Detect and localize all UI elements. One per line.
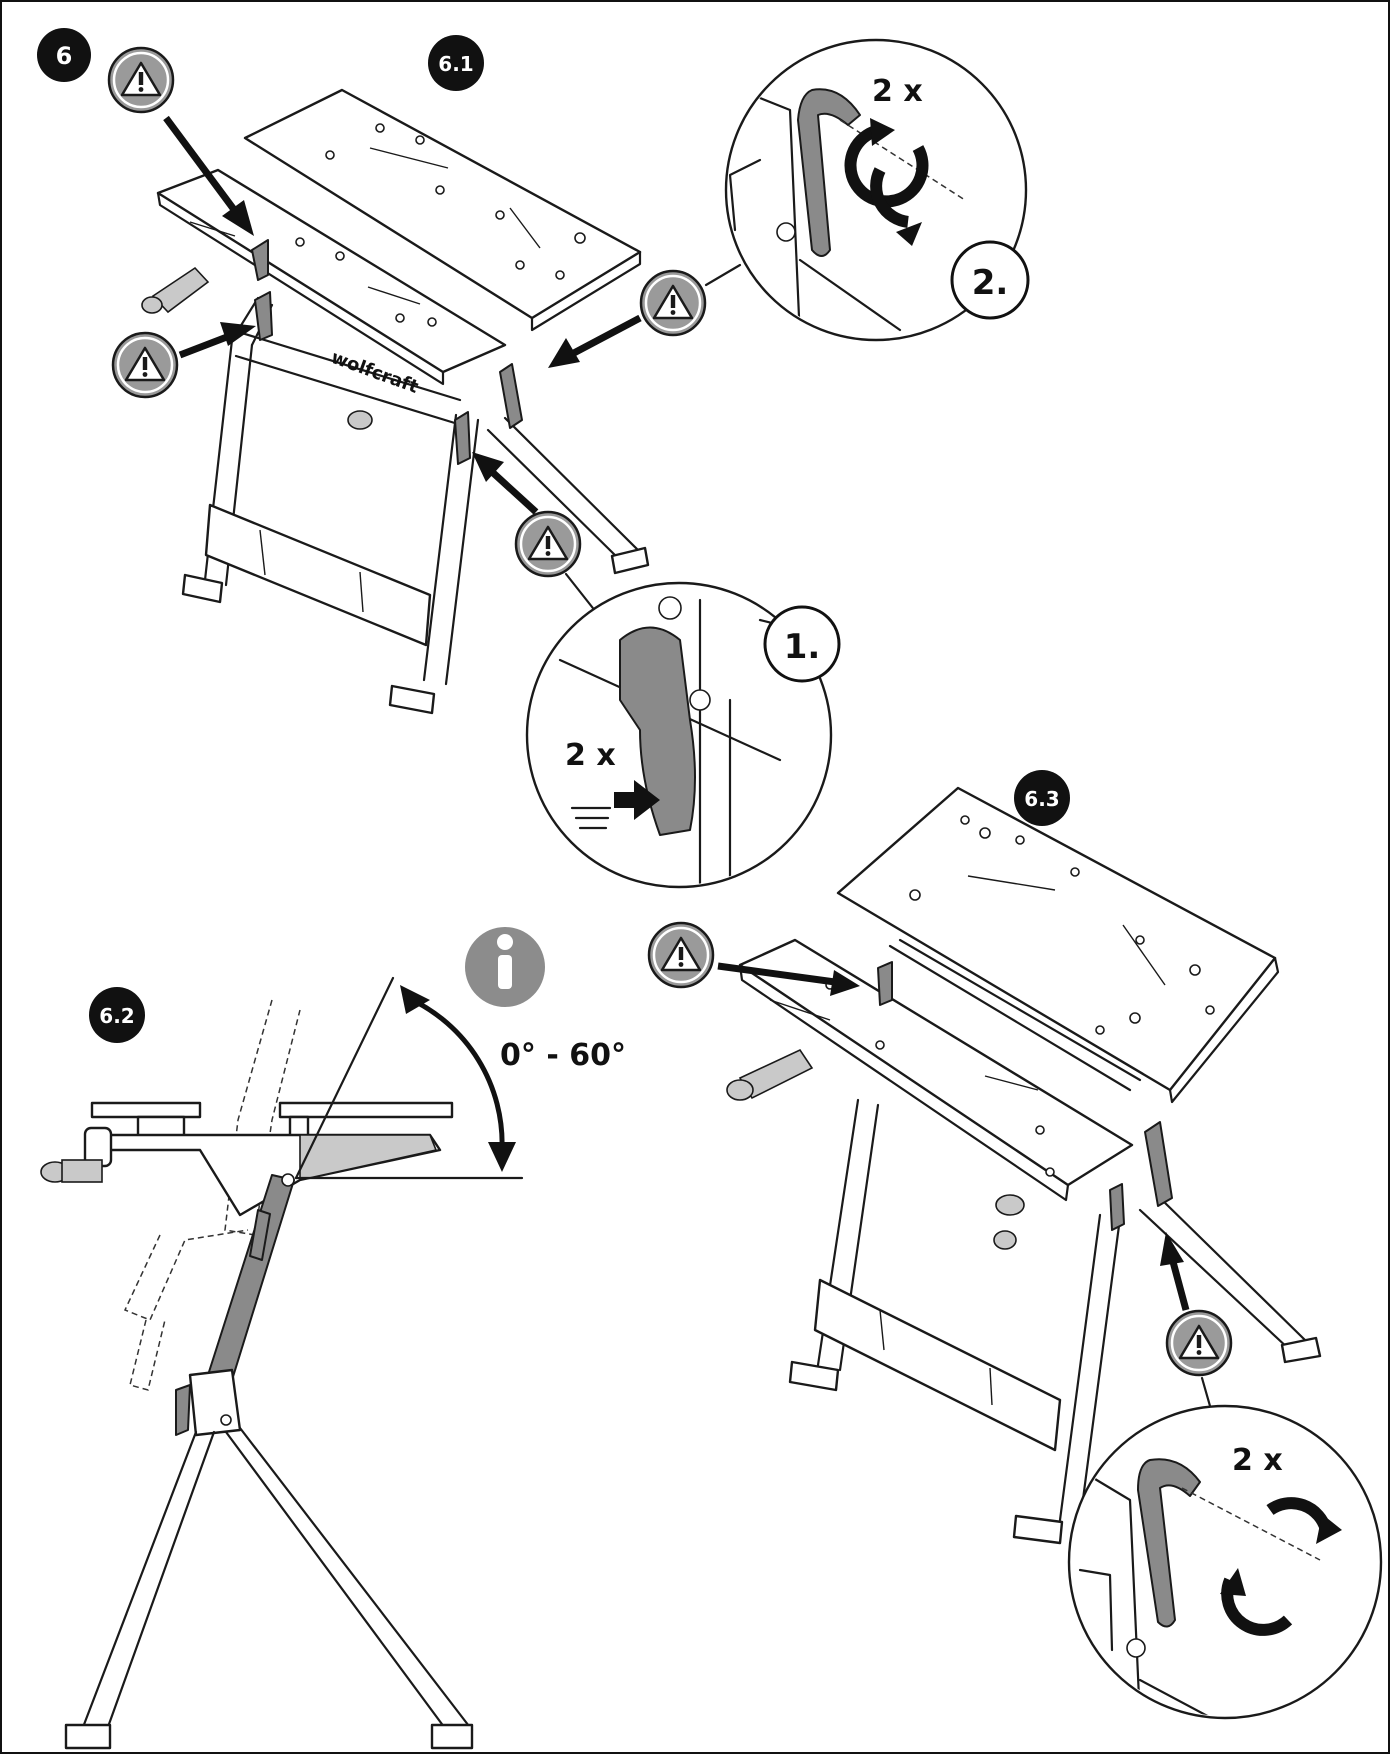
callout-step-1: 2 x 1.: [525, 581, 841, 889]
warning-triangle-icon: [647, 921, 715, 989]
info-icon: [465, 927, 545, 1007]
step1-repeat-text: 2 x: [565, 738, 616, 773]
svg-text:6.2: 6.2: [99, 1004, 134, 1028]
step2-number: 2.: [972, 263, 1009, 303]
bench-holes: [295, 123, 586, 327]
angle-range-text: 0° - 60°: [500, 1038, 626, 1073]
panel-label-6-2: 6.2: [89, 987, 145, 1043]
warning-triangle-icon: [514, 510, 582, 578]
lock-lever: [619, 626, 696, 836]
panel-6-2: 6.2: [40, 927, 626, 1750]
warning-triangle-icon: [639, 269, 707, 337]
rotate-arrows-icon: [1220, 1497, 1342, 1636]
rotate-arrows-icon: [844, 118, 929, 246]
svg-text:6.3: 6.3: [1024, 787, 1059, 811]
brand-logo: wolfcraft: [328, 347, 421, 398]
panel-label-6-1: 6.1: [428, 35, 484, 91]
step1-number: 1.: [784, 627, 821, 667]
cam-lever: [797, 88, 861, 257]
workbench-6-3: [726, 786, 1322, 1545]
bench-holes: [825, 815, 1215, 1177]
warning-triangle-icon: [1165, 1309, 1233, 1377]
step-badge-text: 6: [56, 42, 73, 70]
cam-lever: [1137, 1458, 1201, 1628]
callout-6-3: 2 x: [1067, 1404, 1383, 1720]
panel-label-6-3: 6.3: [1014, 770, 1070, 826]
panel-6-3: 6.3: [647, 770, 1322, 1545]
callout-step-2: 2 x 2.: [724, 38, 1030, 342]
step-badge: 6: [37, 28, 91, 82]
step2-repeat-text: 2 x: [872, 74, 923, 109]
svg-text:6.1: 6.1: [438, 52, 473, 76]
warning-triangle-icon: [107, 46, 175, 114]
warning-triangle-icon: [111, 331, 179, 399]
step63-repeat-text: 2 x: [1232, 1443, 1283, 1478]
